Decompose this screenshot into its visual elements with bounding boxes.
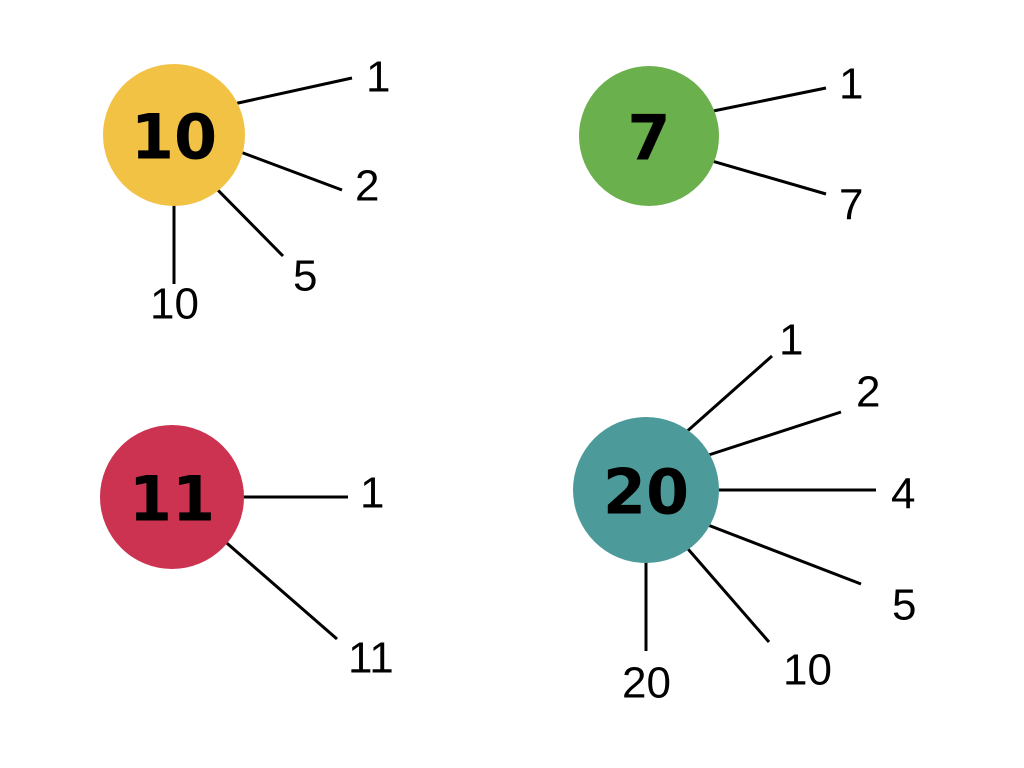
node-group-7: 177	[579, 60, 863, 230]
spoke-label-10-2: 2	[355, 162, 379, 211]
spoke-line-20-1	[682, 354, 773, 436]
spoke-label-20-20: 20	[622, 659, 671, 708]
spoke-line-20-10	[683, 543, 771, 643]
spoke-label-20-4: 4	[891, 470, 915, 519]
node-value-10: 10	[131, 101, 217, 174]
node-circle-20[interactable]	[573, 417, 719, 563]
node-group-20: 1 2 4 5 10 20 20	[573, 316, 916, 708]
spoke-line-10-2	[236, 149, 343, 192]
spoke-label-20-5: 5	[892, 581, 916, 630]
spokes-group-11: 111	[221, 469, 394, 683]
node-value-7: 7	[627, 102, 670, 175]
spoke-label-20-1: 1	[779, 316, 803, 365]
node-group-10: 1 25 10 10	[103, 53, 390, 329]
spoke-line-11-11	[221, 538, 338, 641]
spoke-line-7-7	[707, 158, 827, 196]
spoke-label-7-1: 1	[839, 60, 863, 109]
node-circle-7[interactable]	[579, 66, 719, 206]
spoke-label-11-11: 11	[348, 634, 394, 683]
spokes-group-20: 1 2 4 5 10 20	[622, 316, 916, 708]
spoke-line-10-1	[231, 76, 353, 106]
node-value-11: 11	[129, 463, 215, 536]
spoke-label-10-5: 5	[293, 252, 317, 301]
spokes-group-10: 1 25 10	[150, 53, 390, 329]
spoke-label-20-10: 10	[783, 646, 832, 695]
spoke-label-11-1: 1	[360, 469, 384, 518]
spoke-label-10-10: 10	[150, 280, 199, 329]
spoke-label-20-2: 2	[856, 368, 880, 417]
spokes-group-7: 17	[707, 60, 863, 230]
node-circle-11[interactable]	[100, 425, 244, 569]
spoke-line-10-5	[212, 185, 285, 258]
spoke-label-10-1: 1	[366, 53, 390, 102]
spoke-line-20-5	[703, 522, 862, 586]
node-value-20: 20	[603, 456, 689, 529]
spoke-label-7-7: 7	[839, 181, 863, 230]
node-circle-10[interactable]	[103, 64, 245, 206]
spoke-line-7-1	[708, 86, 827, 114]
spoke-line-20-2	[703, 410, 842, 458]
